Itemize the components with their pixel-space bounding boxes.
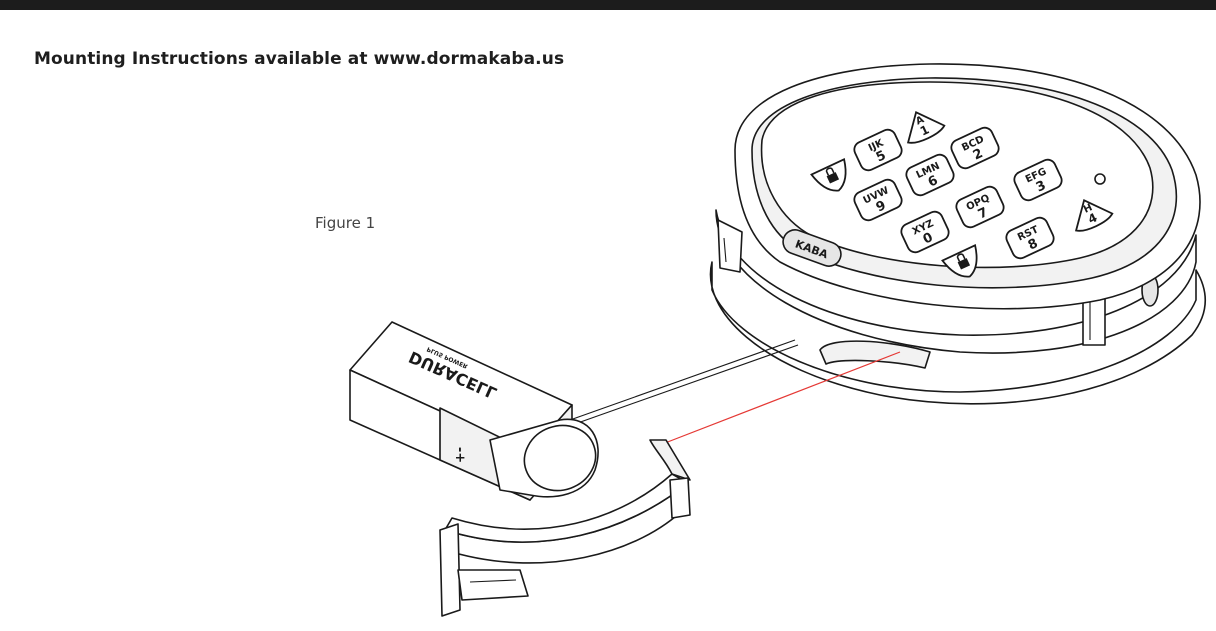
keypad: A 1 BCD 2 EFG 3 H 4 IJK 5 LMN <box>810 111 1114 278</box>
key-5: IJK 5 <box>853 128 903 172</box>
lock-icon <box>956 253 971 270</box>
lock-key-left <box>810 158 847 192</box>
terminal-marks: -+ <box>452 447 467 463</box>
mounting-instructions-heading: Mounting Instructions available at www.d… <box>34 49 565 69</box>
key-2: BCD 2 <box>950 126 1000 170</box>
lock-icon <box>825 167 840 184</box>
top-rule <box>0 0 1216 10</box>
key-8: RST 8 <box>1005 216 1055 260</box>
key-4: H 4 <box>1074 199 1114 232</box>
lock-key-bottom <box>941 244 978 278</box>
figure-caption: Figure 1 <box>315 214 376 232</box>
kaba-logo: KABA <box>782 229 842 267</box>
key-1: A 1 <box>906 111 946 144</box>
key-9: UVW 9 <box>853 178 903 222</box>
battery: -+ DURACELL PLUS POWER <box>349 321 599 501</box>
svg-text:A: A <box>914 114 926 127</box>
lock-body: KABA <box>569 63 1206 426</box>
battery-cover <box>439 439 691 617</box>
key-6: LMN 6 <box>905 153 955 197</box>
key-0: XYZ 0 <box>900 210 950 254</box>
key-7: OPQ 7 <box>955 185 1005 229</box>
guide-line <box>664 351 901 444</box>
key-3: EFG 3 <box>1013 158 1063 202</box>
